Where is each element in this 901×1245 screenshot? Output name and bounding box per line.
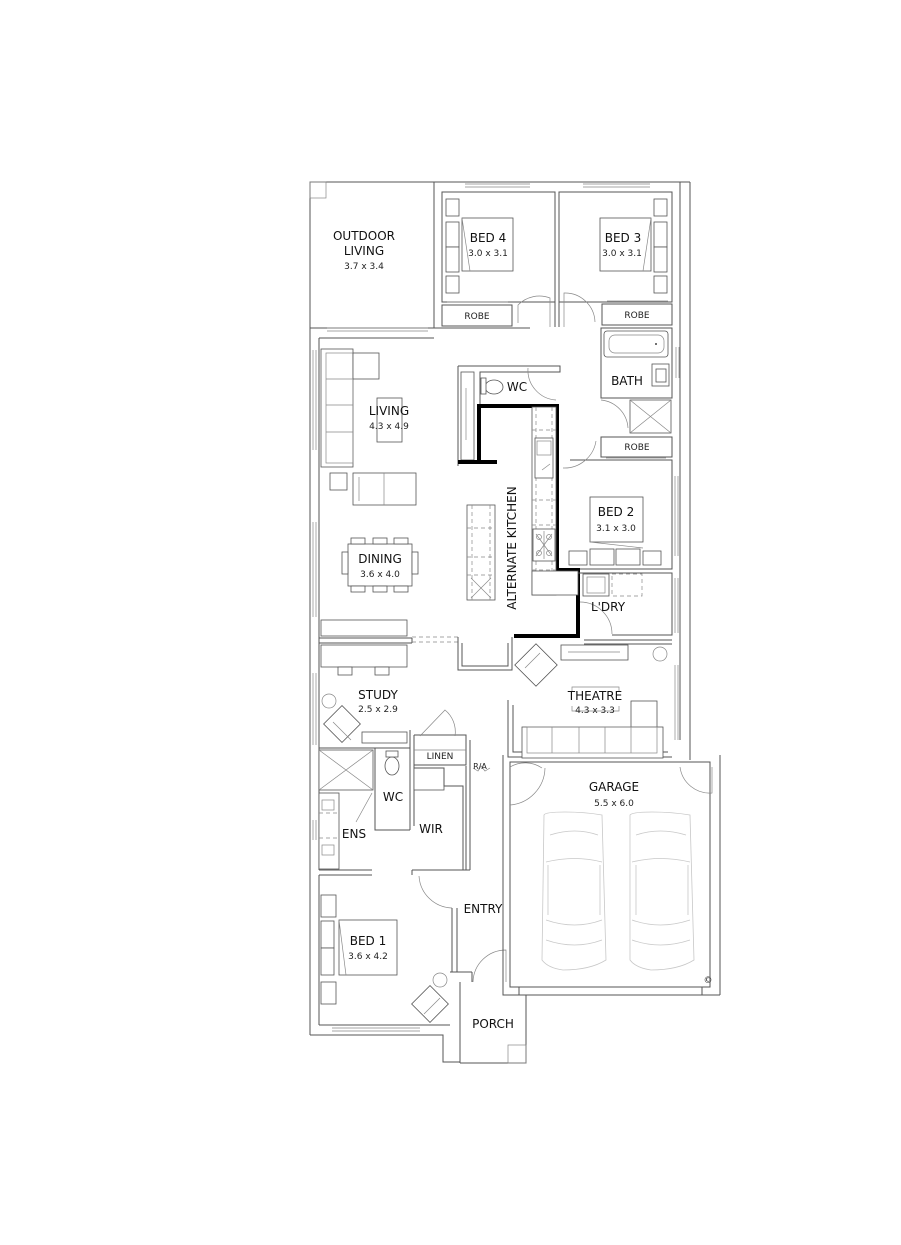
- copyright-icon: ©: [704, 976, 713, 986]
- label-bed2: BED 2: [598, 505, 635, 519]
- label-bath: BATH: [611, 374, 643, 388]
- wc-upper: [457, 365, 561, 466]
- label-bed4: BED 4: [470, 231, 507, 245]
- bed-doors: [517, 192, 596, 327]
- label-outdoor-living-2: LIVING: [344, 244, 384, 258]
- label-robe-bed3: ROBE: [624, 311, 650, 321]
- room-labels: OUTDOOR LIVING 3.7 x 3.4 BED 4 3.0 x 3.1…: [333, 229, 713, 1031]
- study-room: [320, 644, 467, 766]
- label-laundry: L'DRY: [591, 600, 626, 614]
- label-robe-bed4: ROBE: [464, 312, 490, 322]
- label-robe-bed2: ROBE: [624, 443, 650, 453]
- label-alternate-kitchen: ALTERNATE KITCHEN: [505, 486, 519, 609]
- ensuite-wc-wir: [318, 740, 491, 909]
- theatre-room: [514, 643, 668, 759]
- label-study: STUDY: [358, 688, 398, 702]
- size-living: 4.3 x 4.9: [369, 422, 409, 432]
- label-dining: DINING: [358, 552, 402, 566]
- label-linen: LINEN: [427, 752, 454, 762]
- label-wir: WIR: [419, 822, 443, 836]
- living-dining: [320, 348, 419, 637]
- alternate-kitchen-walls: [458, 404, 580, 638]
- car-left-icon: [541, 811, 607, 971]
- size-theatre: 4.3 x 3.3: [575, 706, 615, 716]
- label-entry: ENTRY: [464, 902, 503, 916]
- size-study: 2.5 x 2.9: [358, 705, 398, 715]
- label-bed3: BED 3: [605, 231, 642, 245]
- bed2-room: [562, 440, 673, 570]
- label-wc-upper: WC: [507, 380, 527, 394]
- size-garage: 5.5 x 6.0: [594, 799, 634, 809]
- bed4-room: [441, 191, 556, 327]
- car-right-icon: [629, 811, 695, 971]
- label-return-air: R/A: [473, 762, 487, 771]
- size-outdoor-living: 3.7 x 3.4: [344, 262, 384, 272]
- bed1-entry-porch: [319, 870, 527, 1064]
- label-theatre: THEATRE: [567, 689, 622, 703]
- label-living: LIVING: [369, 404, 409, 418]
- garage-room: [502, 755, 721, 996]
- label-ensuite: ENS: [342, 827, 366, 841]
- label-porch: PORCH: [472, 1017, 514, 1031]
- label-outdoor-living-1: OUTDOOR: [333, 229, 395, 243]
- bath-room: [600, 327, 673, 459]
- windows: [312, 183, 680, 1032]
- size-bed2: 3.1 x 3.0: [596, 524, 636, 534]
- laundry-room: [578, 572, 673, 636]
- kitchen: [466, 406, 579, 601]
- label-wc-lower: WC: [383, 790, 403, 804]
- label-bed1: BED 1: [350, 934, 387, 948]
- label-garage: GARAGE: [589, 780, 639, 794]
- size-dining: 3.6 x 4.0: [360, 570, 400, 580]
- size-bed4: 3.0 x 3.1: [468, 249, 508, 259]
- size-bed1: 3.6 x 4.2: [348, 952, 388, 962]
- size-bed3: 3.0 x 3.1: [602, 249, 642, 259]
